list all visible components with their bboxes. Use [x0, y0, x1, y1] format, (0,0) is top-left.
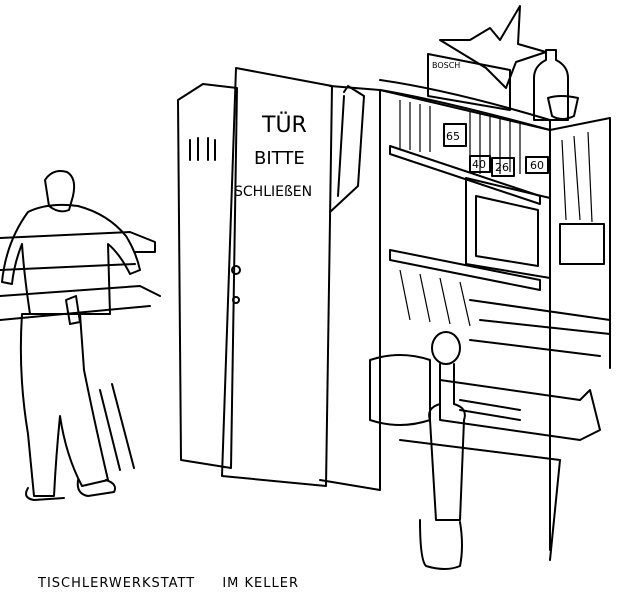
box-label-26: 26 [495, 161, 509, 174]
box-label-65: 65 [446, 130, 460, 143]
caption: TISCHLERWERKSTATT IM KELLER [38, 576, 321, 591]
right-wall [469, 117, 611, 369]
door-sign-line2: BITTE [254, 148, 305, 169]
caption-part1: TISCHLERWERKSTATT [38, 576, 196, 591]
main-door[interactable]: TÜR BITTE SCHLIEßEN [221, 67, 365, 487]
vise [369, 354, 601, 561]
boxes: 65 40 26 60 BOSCH [427, 53, 549, 177]
left-door [177, 83, 238, 469]
door-sign-line1: TÜR [261, 112, 307, 138]
door-sign-line3: SCHLIEßEN [234, 184, 312, 200]
top-items [439, 5, 579, 121]
vise-handle[interactable] [419, 331, 466, 570]
monitor [465, 177, 551, 279]
caption-part2: IM KELLER [222, 576, 299, 591]
workbench [0, 231, 161, 471]
box-label-60: 60 [530, 159, 544, 172]
bosch-label: BOSCH [432, 61, 460, 70]
man-figure [1, 170, 141, 501]
cabinet [319, 79, 551, 551]
box-label-40: 40 [472, 158, 486, 171]
